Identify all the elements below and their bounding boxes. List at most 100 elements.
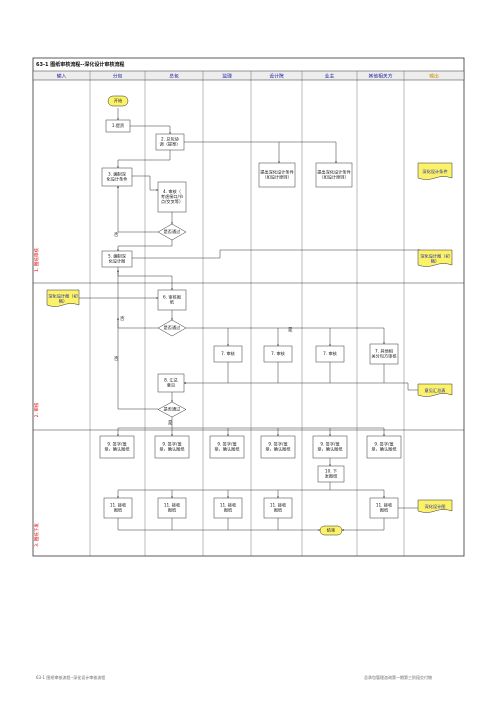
node-label-n9f: 9. 签字/盖章，确认图纸	[371, 441, 397, 453]
node-shape-out_doc4	[417, 499, 453, 513]
node-label-n5: 5. 编制深化设计图	[108, 253, 126, 265]
node-label-doc_design_cond: 提出深化设计条件（如设计原则）	[260, 169, 294, 181]
node-n7d: 7. 其他相关分包方审核	[369, 343, 399, 365]
node-start: 开始	[107, 95, 129, 107]
node-shape-n9d	[260, 435, 296, 459]
node-n9d: 9. 签字/盖章，确认图纸	[260, 435, 296, 459]
node-n9c: 9. 签字/盖章，确认图纸	[209, 435, 245, 459]
node-shape-out_doc2	[417, 249, 453, 267]
node-label-n7d: 7. 其他相关分包方审核	[371, 348, 397, 360]
node-out_doc1: 深化设计条件	[417, 162, 453, 180]
node-label-d2: 是否通过	[164, 324, 182, 331]
node-shape-n11b	[157, 497, 187, 519]
node-shape-n9b	[154, 435, 190, 459]
node-shape-n9a	[99, 435, 135, 459]
node-n11c: 11. 接收图纸	[213, 497, 243, 519]
node-shape-doc_owner_cond	[315, 162, 353, 188]
node-shape-start	[107, 95, 129, 107]
column-header-1: 分包	[113, 73, 123, 80]
node-shape-n2	[155, 133, 185, 151]
node-shape-n11d	[263, 497, 293, 519]
node-d1: 是否通过	[157, 223, 187, 241]
footer-right: 总承包管理咨询第一期第三阶段交付物	[364, 674, 432, 680]
node-n4: 4. 审核（考虑接口/节点/交叉等）	[157, 181, 187, 213]
node-n5: 5. 编制深化设计图	[101, 250, 133, 268]
node-shape-n11a	[103, 497, 133, 519]
node-in_doc: 深化设计图（初稿）	[46, 289, 80, 307]
node-label-n9c: 9. 签字/盖章，确认图纸	[214, 441, 240, 453]
node-label-n11b: 11. 接收图纸	[164, 502, 181, 514]
node-label-n7b: 7. 审核	[271, 350, 286, 357]
node-shape-n4	[157, 181, 187, 213]
diagram-title: 63-1 图纸审核流程--深化设计审核流程	[36, 61, 124, 68]
node-shape-n5	[101, 250, 133, 268]
column-header-4: 设计院	[269, 73, 284, 80]
node-label-n9d: 9. 签字/盖章，确认图纸	[265, 441, 291, 453]
node-n7c: 7. 审核	[315, 345, 345, 363]
node-label-doc_owner_cond: 提出深化设计条件（如设计原则）	[317, 169, 351, 181]
node-label-n3: 3. 编制深化设计条件	[107, 171, 128, 183]
node-label-out_doc4: 深化设计图	[425, 503, 446, 510]
column-header-0: 输入	[57, 73, 67, 80]
diagram-frame	[32, 57, 465, 557]
no-label-3: 否	[114, 356, 119, 362]
phase-label-2: 2. 审核	[33, 402, 40, 417]
node-label-n9e: 9. 签字/盖章，确认图纸	[317, 441, 343, 453]
node-shape-doc_design_cond	[258, 162, 296, 188]
node-n9a: 9. 签字/盖章，确认图纸	[99, 435, 135, 459]
node-shape-n11e	[369, 497, 399, 519]
node-label-n10: 10. 下发图纸	[325, 469, 338, 480]
node-label-d3: 是否通过	[164, 406, 182, 413]
node-shape-end	[319, 525, 343, 536]
node-shape-n11c	[213, 497, 243, 519]
node-out_doc4: 深化设计图	[417, 499, 453, 513]
node-label-n11c: 11. 接收图纸	[220, 502, 237, 514]
column-header-6: 其他相关方	[369, 73, 393, 80]
node-shape-n1	[105, 119, 131, 133]
node-d2: 是否通过	[157, 319, 187, 337]
node-shape-out_doc3	[417, 383, 453, 397]
node-label-out_doc2: 深化设计图（初稿）	[420, 253, 449, 265]
node-label-d1: 是否通过	[164, 228, 182, 235]
node-label-n8: 8. 汇总意见	[164, 377, 178, 389]
node-shape-d2	[157, 319, 187, 337]
footer-left: 63-1 图纸审核流程--深化设计审核流程	[36, 674, 105, 680]
no-label-2: 否	[120, 316, 125, 322]
node-shape-n9c	[209, 435, 245, 459]
yes-label-1: 是	[288, 327, 293, 333]
node-shape-out_doc1	[417, 162, 453, 180]
node-n7b: 7. 审核	[263, 345, 293, 363]
node-n10: 10. 下发图纸	[317, 465, 345, 483]
column-header-2: 总包	[169, 73, 179, 80]
node-label-n1: 1.提资	[112, 122, 124, 129]
node-doc_design_cond: 提出深化设计条件（如设计原则）	[258, 162, 296, 188]
node-label-n7c: 7. 审核	[323, 350, 338, 357]
node-shape-d3	[157, 401, 187, 418]
node-label-n6: 6. 审核图纸	[163, 294, 181, 306]
node-label-n11a: 11. 接收图纸	[110, 502, 127, 514]
node-label-n9b: 9. 签字/盖章，确认图纸	[159, 441, 185, 453]
node-label-n4: 4. 审核（考虑接口/节点/交叉等）	[161, 188, 183, 205]
node-n7a: 7. 审核	[213, 345, 243, 363]
column-header-5: 业主	[325, 73, 335, 80]
column-header-3: 监理	[222, 73, 232, 80]
node-label-n7a: 7. 审核	[221, 350, 236, 357]
node-label-out_doc1: 深化设计条件	[422, 168, 447, 175]
node-label-n11e: 11. 接收图纸	[376, 502, 393, 514]
node-shape-d1	[157, 223, 187, 241]
node-label-n9a: 9. 签字/盖章，确认图纸	[104, 441, 130, 453]
node-shape-n9e	[312, 435, 348, 459]
node-shape-n8	[157, 373, 185, 393]
node-shape-n7b	[263, 345, 293, 363]
node-d3: 是否通过	[157, 401, 187, 418]
node-shape-n6	[157, 289, 187, 311]
node-label-end: 结束	[327, 527, 336, 534]
node-shape-n7c	[315, 345, 345, 363]
phase-label-1: 1. 图纸审核	[33, 248, 40, 272]
node-shape-in_doc	[46, 289, 80, 307]
node-n9e: 9. 签字/盖章，确认图纸	[312, 435, 348, 459]
node-n11b: 11. 接收图纸	[157, 497, 187, 519]
node-n1: 1.提资	[105, 119, 131, 133]
node-end: 结束	[319, 525, 343, 536]
